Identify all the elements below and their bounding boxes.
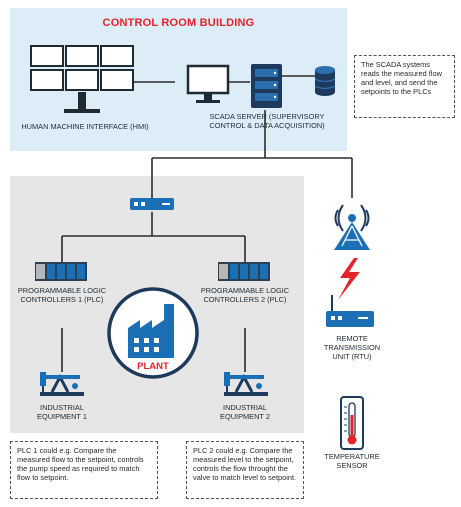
pumpjack-icon (40, 372, 84, 396)
rtu-device-icon (326, 295, 374, 327)
plant-label: PLANT (137, 361, 169, 372)
diagram-title: CONTROL ROOM BUILDING (102, 17, 255, 29)
plc1-label: PROGRAMMABLE LOGIC CONTROLLERS 1 (PLC) (17, 286, 107, 304)
thermometer-icon (340, 396, 364, 450)
database-icon (314, 66, 336, 96)
plc-rack-icon (35, 262, 87, 281)
plc2-note: PLC 2 could e.g. Compare the measured le… (186, 441, 304, 499)
pumpjack-icon (224, 372, 268, 396)
lightning-icon (338, 258, 360, 300)
network-switch-icon (130, 198, 174, 210)
plc-rack-icon (218, 262, 270, 281)
computer-monitor-icon (186, 64, 230, 103)
temperature-sensor-label: TEMPERATURE SENSOR (324, 452, 380, 470)
plc1-note: PLC 1 could e.g. Compare the measured fl… (10, 441, 158, 499)
equipment1-label: INDUSTRIAL EQUIPMENT 1 (37, 403, 87, 421)
scada-note: The SCADA systems reads the measured flo… (354, 55, 455, 118)
radio-tower-icon (334, 204, 370, 250)
rtu-label: REMOTE TRANSMISSION UNIT (RTU) (323, 334, 381, 361)
connection-lines (61, 75, 353, 372)
monitor-wall-icon (30, 45, 134, 113)
server-rack-icon (251, 64, 282, 108)
equipment2-label: INDUSTRIAL EQUIPMENT 2 (220, 403, 270, 421)
factory-icon (107, 287, 199, 379)
scada-label: SCADA SERVER (SUPERVISORY CONTROL & DATA… (209, 112, 325, 130)
plc2-label: PROGRAMMABLE LOGIC CONTROLLERS 2 (PLC) (200, 286, 290, 304)
hmi-label: HUMAN MACHINE INTERFACE (HMI) (21, 122, 149, 131)
